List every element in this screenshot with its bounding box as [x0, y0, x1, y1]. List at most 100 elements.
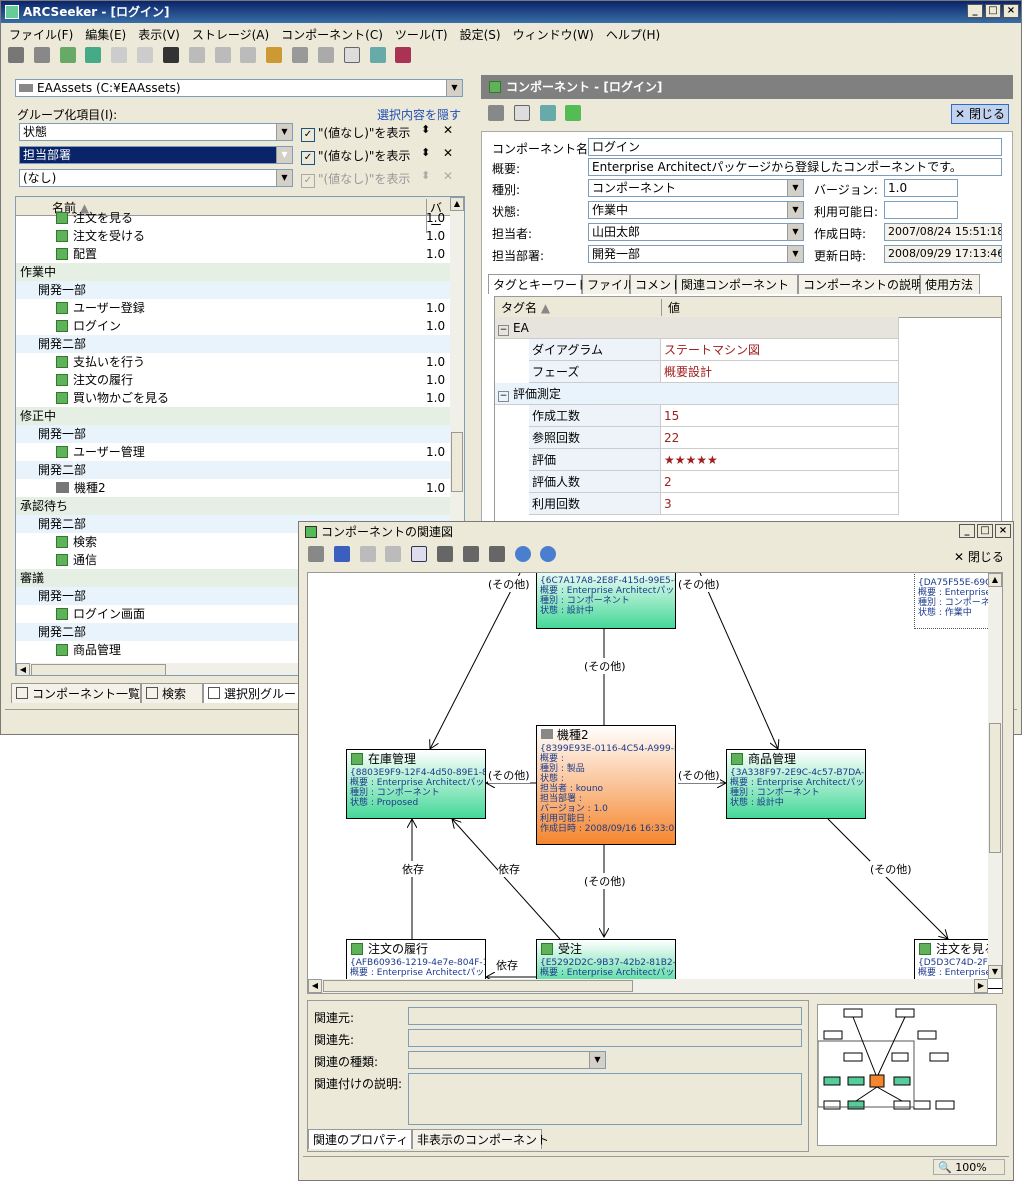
- relation-tab[interactable]: 関連のプロパティ: [308, 1129, 412, 1149]
- chevron-down-icon[interactable]: ▼: [276, 147, 292, 163]
- menu-item[interactable]: 表示(V): [138, 28, 180, 42]
- move-updown-icon[interactable]: ⬍: [421, 123, 431, 136]
- tag-group-row[interactable]: −評価測定: [495, 383, 899, 405]
- edge-top-left[interactable]: [430, 573, 521, 749]
- menu-item[interactable]: 編集(E): [85, 28, 127, 42]
- storage-select[interactable]: EAAssets (C:¥EAAssets) ▼: [15, 79, 463, 97]
- close-window-button[interactable]: ×: [1003, 4, 1019, 18]
- chevron-down-icon[interactable]: ▼: [446, 80, 462, 96]
- chevron-down-icon[interactable]: ▼: [787, 180, 803, 196]
- checkbox-icon[interactable]: ✓: [301, 174, 315, 188]
- tree-item[interactable]: 通信: [16, 551, 450, 569]
- h-scroll-thumb[interactable]: [31, 664, 166, 675]
- tree-group-dept[interactable]: 開発一部: [16, 425, 450, 443]
- detail-tab[interactable]: タグとキーワード: [488, 274, 589, 294]
- relation-tab[interactable]: 非表示のコンポーネント: [412, 1129, 549, 1149]
- source-field[interactable]: [408, 1007, 802, 1025]
- close-window-button[interactable]: ×: [995, 524, 1011, 538]
- scroll-thumb[interactable]: [451, 432, 463, 492]
- select-area-icon[interactable]: [488, 546, 505, 562]
- value-column-header[interactable]: 値: [661, 299, 902, 316]
- diagram-hscrollbar[interactable]: ◀ ▶: [308, 979, 988, 993]
- chevron-down-icon[interactable]: ▼: [787, 224, 803, 240]
- tree-item[interactable]: ログイン画面: [16, 605, 450, 623]
- node-right[interactable]: 商品管理 {3A338F97-2E9C-4c57-B7DA- 概要 : Ente…: [726, 749, 866, 819]
- label-toggle-icon[interactable]: [411, 546, 428, 562]
- target-field[interactable]: [408, 1029, 802, 1047]
- undo-icon[interactable]: [333, 546, 350, 562]
- tag-value-cell[interactable]: 2: [661, 471, 899, 493]
- hide-selection-link[interactable]: 選択内容を隠す: [377, 108, 462, 122]
- h-scroll-thumb[interactable]: [323, 980, 633, 992]
- node-center[interactable]: 機種2 {8399E93E-0116-4C54-A999-F 概要 : 種別 :…: [536, 725, 676, 845]
- tree-group-dept[interactable]: 開発二部: [16, 335, 450, 353]
- tag-value-cell[interactable]: ★★★★★: [661, 449, 899, 471]
- chevron-down-icon[interactable]: ▼: [276, 170, 292, 186]
- tag-value-cell[interactable]: 15: [661, 405, 899, 427]
- save-icon[interactable]: [308, 546, 324, 562]
- storage-icon[interactable]: [8, 47, 24, 63]
- new-doc-icon[interactable]: [111, 47, 128, 63]
- menu-item[interactable]: コンポーネント(C): [281, 28, 383, 42]
- fit-icon[interactable]: [437, 546, 454, 562]
- table-icon[interactable]: [317, 47, 334, 63]
- name-field[interactable]: ログイン: [588, 138, 1002, 156]
- settings-icon[interactable]: [369, 47, 386, 63]
- diagram-canvas[interactable]: (その他) (その他) (その他) (その他) (その他) (その他) (その他…: [307, 572, 1003, 994]
- relation-kind-select[interactable]: ▼: [408, 1051, 606, 1069]
- tag-value-cell[interactable]: 概要設計: [661, 361, 899, 383]
- overview-map[interactable]: [817, 1004, 997, 1146]
- collapse-icon[interactable]: −: [498, 325, 509, 336]
- tree-group-state[interactable]: 承認待ち: [16, 497, 450, 515]
- tree-item[interactable]: 商品管理: [16, 641, 450, 659]
- node-top[interactable]: {6C7A17A8-2E8F-415d-99E5-( 概要 : Enterpri…: [536, 573, 676, 629]
- window-icon[interactable]: [162, 47, 179, 63]
- menu-item[interactable]: ファイル(F): [9, 28, 74, 42]
- menu-item[interactable]: ツール(T): [394, 28, 448, 42]
- show-empty-checkbox[interactable]: ✓"(値なし)"を表示: [301, 124, 410, 142]
- relation-desc-field[interactable]: [408, 1073, 802, 1125]
- maximize-button[interactable]: □: [977, 524, 993, 538]
- chevron-down-icon[interactable]: ▼: [276, 124, 292, 140]
- menu-item[interactable]: ウィンドウ(W): [512, 28, 594, 42]
- menu-item[interactable]: ヘルプ(H): [605, 28, 661, 42]
- scroll-up-icon[interactable]: ▲: [988, 573, 1002, 587]
- edge-bc-left[interactable]: [452, 819, 561, 940]
- component-close-button[interactable]: ✕ 閉じる: [951, 104, 1009, 124]
- tag-value-cell[interactable]: ステートマシン図: [661, 339, 899, 361]
- move-updown-icon[interactable]: ⬍: [421, 169, 431, 182]
- left-tab[interactable]: コンポーネント一覧: [11, 683, 141, 703]
- tag-column-header[interactable]: タグ名 ▲: [501, 299, 550, 316]
- scroll-right-icon[interactable]: ▶: [974, 979, 988, 993]
- search-icon[interactable]: [266, 47, 283, 63]
- dept-select[interactable]: 開発一部▼: [588, 245, 804, 263]
- tag-value-cell[interactable]: 22: [661, 427, 899, 449]
- zoom-out-icon[interactable]: [540, 546, 557, 562]
- paste-icon[interactable]: [214, 47, 231, 63]
- list-icon[interactable]: [292, 47, 309, 63]
- detail-tab[interactable]: コンポーネントの説明: [798, 274, 923, 294]
- version-field[interactable]: 1.0: [884, 179, 958, 197]
- summary-field[interactable]: Enterprise Architectパッケージから登録したコンポーネントです…: [588, 158, 1002, 176]
- page-icon[interactable]: [343, 47, 360, 63]
- scroll-left-icon[interactable]: ◀: [16, 663, 30, 675]
- left-tab[interactable]: 検索: [141, 683, 203, 703]
- chevron-down-icon[interactable]: ▼: [787, 246, 803, 262]
- cut-icon[interactable]: [188, 47, 205, 63]
- node-left[interactable]: 在庫管理 {8803E9F9-12F4-4d50-89E1-8 概要 : Ent…: [346, 749, 486, 819]
- chevron-down-icon[interactable]: ▼: [589, 1052, 605, 1068]
- checkbox-icon[interactable]: ✓: [301, 151, 315, 165]
- node-top-right[interactable]: {DA75F55E-69C6- 概要 : Enterprise 種別 : コンポ…: [914, 573, 1002, 629]
- owner-select[interactable]: 山田太郎▼: [588, 223, 804, 241]
- layout-icon[interactable]: [385, 546, 402, 562]
- relation-close-button[interactable]: ✕ 閉じる: [954, 548, 1004, 566]
- left-tab[interactable]: 選択別グルー: [203, 683, 313, 703]
- scroll-down-icon[interactable]: ▼: [988, 965, 1002, 979]
- sync-icon[interactable]: [59, 47, 76, 63]
- tree-group-state[interactable]: 修正中: [16, 407, 450, 425]
